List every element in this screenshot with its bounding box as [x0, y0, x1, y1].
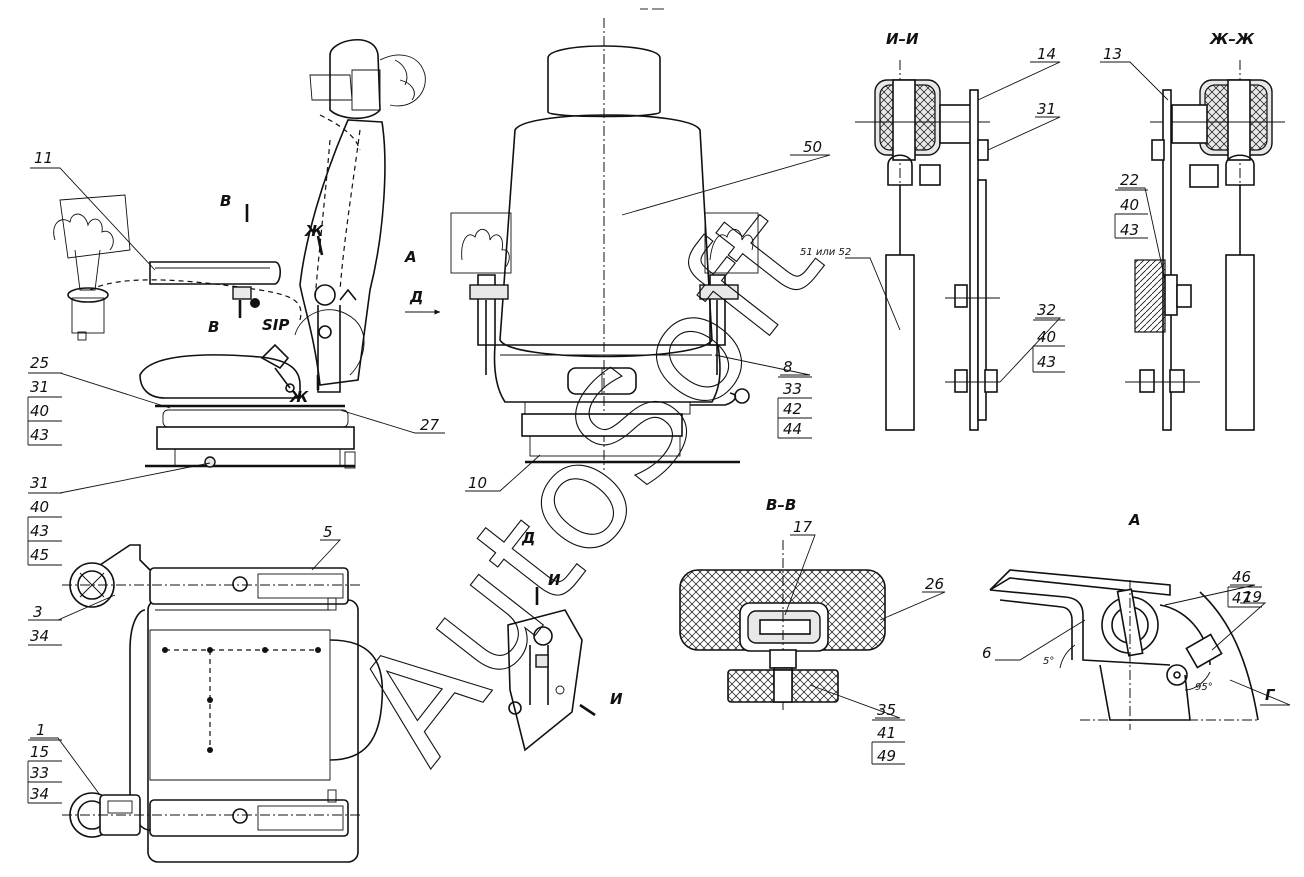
- callout: 26: [925, 575, 944, 593]
- callout: 34: [30, 785, 49, 803]
- section-title-zhzh: Ж–Ж: [1209, 30, 1255, 48]
- marker-v-bot: В: [208, 318, 219, 336]
- callout: 11: [34, 149, 53, 167]
- callout: 6: [982, 644, 992, 662]
- callout: 32: [1037, 301, 1056, 319]
- marker-i-top: И: [548, 571, 561, 589]
- side-view: [53, 39, 426, 469]
- marker-zh-top: Ж: [304, 222, 324, 240]
- section-zhzh: [1125, 60, 1285, 431]
- callout: 27: [420, 416, 440, 434]
- callout: 43: [1120, 221, 1139, 239]
- section-title-ii: И–И: [886, 30, 919, 48]
- callout: 31: [30, 378, 49, 396]
- callout: 44: [783, 420, 802, 438]
- section-title-vv: В–В: [766, 496, 796, 514]
- callout: 33: [783, 380, 802, 398]
- callout: 8: [783, 358, 793, 376]
- callout: 14: [1037, 45, 1056, 63]
- callout: 51 или 52: [800, 247, 851, 258]
- marker-d-arrow: Д: [409, 288, 423, 306]
- view-a: [989, 569, 1260, 730]
- callout: 31: [30, 474, 49, 492]
- section-title-a: А: [1128, 511, 1141, 529]
- marker-v-top: В: [220, 192, 231, 210]
- front-view: [405, 18, 759, 470]
- callout: 5: [323, 523, 333, 541]
- callout: 41: [877, 724, 896, 742]
- callout: 43: [30, 426, 49, 444]
- section-ii: [855, 60, 1000, 431]
- callout: 19: [1243, 588, 1262, 606]
- callout: 40: [30, 498, 49, 516]
- callout: 33: [30, 764, 49, 782]
- callout: 34: [30, 627, 49, 645]
- callout: 15: [30, 743, 49, 761]
- callout: 3: [33, 603, 43, 621]
- callout: 17: [793, 518, 813, 536]
- callout: 25: [30, 354, 49, 372]
- angle-label: 95°: [1195, 682, 1213, 693]
- marker-zh-bot: Ж: [289, 388, 309, 406]
- callout: 50: [803, 138, 822, 156]
- marker-a: А: [404, 248, 417, 266]
- view-d: [507, 587, 596, 752]
- marker-sip: SIP: [262, 316, 289, 334]
- angle-label: 5°: [1043, 656, 1054, 667]
- callout: 46: [1232, 568, 1251, 586]
- callout: 10: [468, 474, 487, 492]
- callout: 40: [1120, 196, 1139, 214]
- callout: 31: [1037, 100, 1056, 118]
- callout: 43: [1037, 353, 1056, 371]
- callout: 47: [1232, 589, 1252, 607]
- marker-g: Г: [1265, 686, 1276, 704]
- callout: 35: [877, 701, 896, 719]
- callout: 1: [36, 721, 46, 739]
- callout: 22: [1120, 171, 1139, 189]
- callout: 40: [30, 402, 49, 420]
- callout: 49: [877, 747, 896, 765]
- marker-i-bot: И: [610, 690, 623, 708]
- section-title-d: Д: [521, 529, 535, 547]
- callout-underlines: [27, 189, 1262, 804]
- callout: 43: [30, 522, 49, 540]
- callout: 13: [1103, 45, 1122, 63]
- callout: 40: [1037, 328, 1056, 346]
- callout: 45: [30, 546, 49, 564]
- callout: 42: [783, 400, 802, 418]
- section-vv: [679, 540, 886, 710]
- top-view: [62, 544, 384, 863]
- callout-labels: 11 25 31 40 43 27 31 40 43 45 10 50 8 33…: [30, 45, 1262, 803]
